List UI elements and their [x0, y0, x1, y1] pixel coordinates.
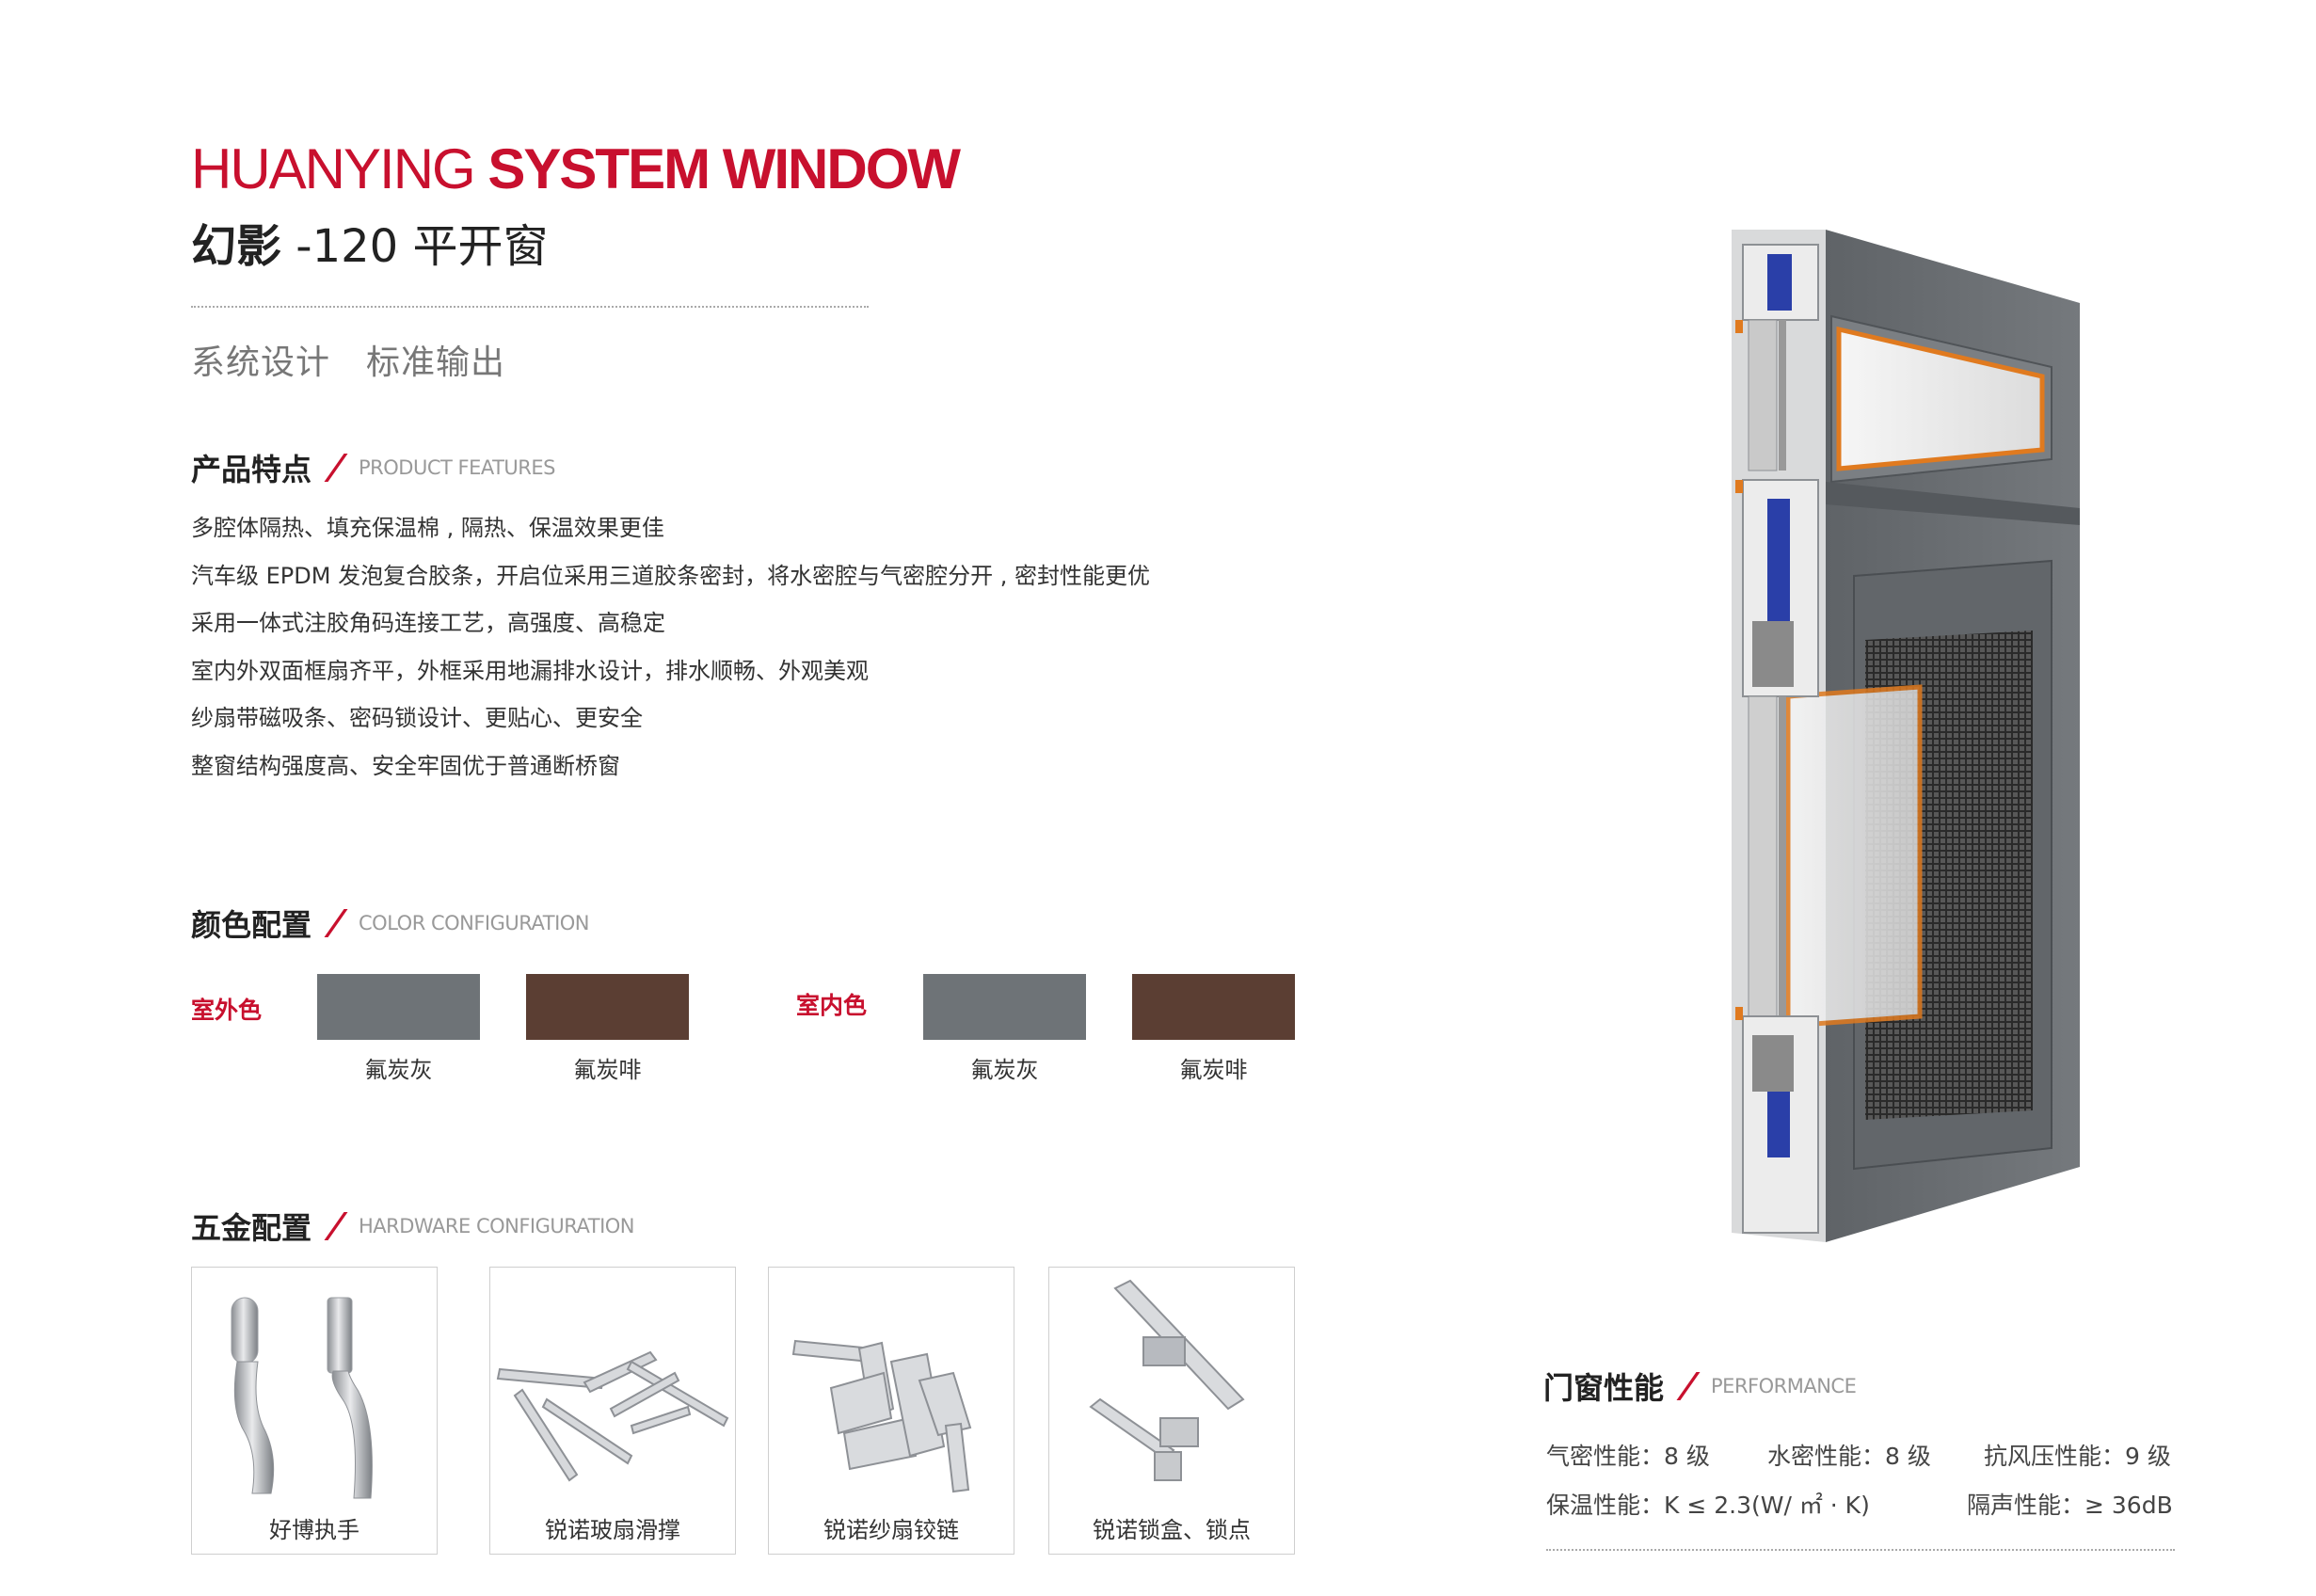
- features-list: 多腔体隔热、填充保温棉 , 隔热、保温效果更佳 汽车级 EPDM 发泡复合胶条，…: [191, 504, 1150, 790]
- exterior-color-label: 室外色: [191, 997, 263, 1024]
- window-handle-icon: [231, 1297, 373, 1499]
- hardware-title-cn: 五金配置: [191, 1210, 312, 1246]
- color-name: 氟炭啡: [573, 1057, 642, 1083]
- friction-stay-icon: [496, 1350, 729, 1482]
- airtightness-rating: 气密性能：8 级: [1546, 1443, 1710, 1470]
- colors-title-cn: 颜色配置: [191, 907, 312, 943]
- feature-item: 采用一体式注胶角码连接工艺，高强度、高稳定: [191, 610, 665, 636]
- slogan-1: 系统设计: [191, 343, 331, 382]
- title-divider: [191, 306, 869, 308]
- slogan: 系统设计标准输出: [191, 335, 541, 384]
- color-swatch-interior-brown: [1132, 974, 1295, 1040]
- product-series: 幻影: [191, 220, 282, 273]
- wind-pressure-rating: 抗风压性能：9 级: [1984, 1443, 2171, 1470]
- hardware-label: 锐诺玻扇滑撑: [545, 1517, 680, 1543]
- brand-title: HUANYING SYSTEM WINDOW: [191, 141, 961, 198]
- watertightness-rating: 水密性能：8 级: [1767, 1443, 1931, 1470]
- features-title-en: PRODUCT FEATURES: [359, 456, 555, 479]
- slash-divider: [324, 909, 348, 937]
- performance-divider: [1546, 1549, 2175, 1551]
- lock-box-icon: [1089, 1279, 1245, 1481]
- color-name: 氟炭啡: [1179, 1057, 1248, 1083]
- feature-item: 整窗结构强度高、安全牢固优于普通断桥窗: [191, 752, 620, 779]
- interior-color-label: 室内色: [796, 992, 868, 1019]
- slash-divider: [324, 454, 348, 482]
- hardware-card-friction-stay: 锐诺玻扇滑撑: [489, 1267, 736, 1555]
- brand-title-bold: SYSTEM WINDOW: [487, 137, 961, 200]
- color-swatch-exterior-brown: [526, 974, 689, 1040]
- feature-item: 汽车级 EPDM 发泡复合胶条，开启位采用三道胶条密封，将水密腔与气密腔分开 ,…: [191, 562, 1150, 589]
- hardware-title-en: HARDWARE CONFIGURATION: [359, 1215, 635, 1237]
- slash-divider: [324, 1212, 348, 1240]
- hardware-card-hinge: 锐诺纱扇铰链: [768, 1267, 1014, 1555]
- features-heading: 产品特点 PRODUCT FEATURES: [191, 446, 555, 489]
- feature-item: 室内外双面框扇齐平，外框采用地漏排水设计，排水顺畅、外观美观: [191, 657, 869, 684]
- hardware-card-handle: 好博执手: [191, 1267, 438, 1555]
- hardware-heading: 五金配置 HARDWARE CONFIGURATION: [191, 1205, 635, 1248]
- color-swatch-interior-gray: [923, 974, 1086, 1040]
- hardware-label: 锐诺锁盒、锁点: [1093, 1517, 1251, 1543]
- colors-title-en: COLOR CONFIGURATION: [359, 912, 590, 934]
- slogan-2: 标准输出: [366, 343, 506, 382]
- slash-divider: [1676, 1372, 1701, 1400]
- hardware-card-lock: 锐诺锁盒、锁点: [1048, 1267, 1295, 1555]
- color-swatch-exterior-gray: [317, 974, 480, 1040]
- feature-item: 多腔体隔热、填充保温棉 , 隔热、保温效果更佳: [191, 515, 664, 541]
- color-name: 氟炭灰: [364, 1057, 433, 1083]
- performance-title-cn: 门窗性能: [1543, 1370, 1665, 1406]
- window-cross-section-image: [1732, 230, 2080, 1242]
- insulation-rating: 保温性能：K ≤ 2.3(W/ ㎡ · K): [1546, 1492, 1870, 1519]
- feature-item: 纱扇带磁吸条、密码锁设计、更贴心、更安全: [191, 705, 643, 731]
- colors-heading: 颜色配置 COLOR CONFIGURATION: [191, 902, 590, 945]
- brand-title-light: HUANYING: [191, 137, 476, 200]
- sound-insulation-rating: 隔声性能：≥ 36dB: [1967, 1492, 2173, 1519]
- color-name: 氟炭灰: [970, 1057, 1039, 1083]
- product-model: -120 平开窗: [295, 220, 549, 273]
- product-title: 幻影 -120 平开窗: [191, 224, 548, 269]
- hardware-label: 锐诺纱扇铰链: [823, 1517, 959, 1543]
- features-title-cn: 产品特点: [191, 452, 312, 487]
- performance-title-en: PERFORMANCE: [1711, 1375, 1857, 1397]
- performance-heading: 门窗性能 PERFORMANCE: [1543, 1365, 1857, 1408]
- hinge-icon: [791, 1339, 972, 1493]
- hardware-label: 好博执手: [269, 1517, 359, 1543]
